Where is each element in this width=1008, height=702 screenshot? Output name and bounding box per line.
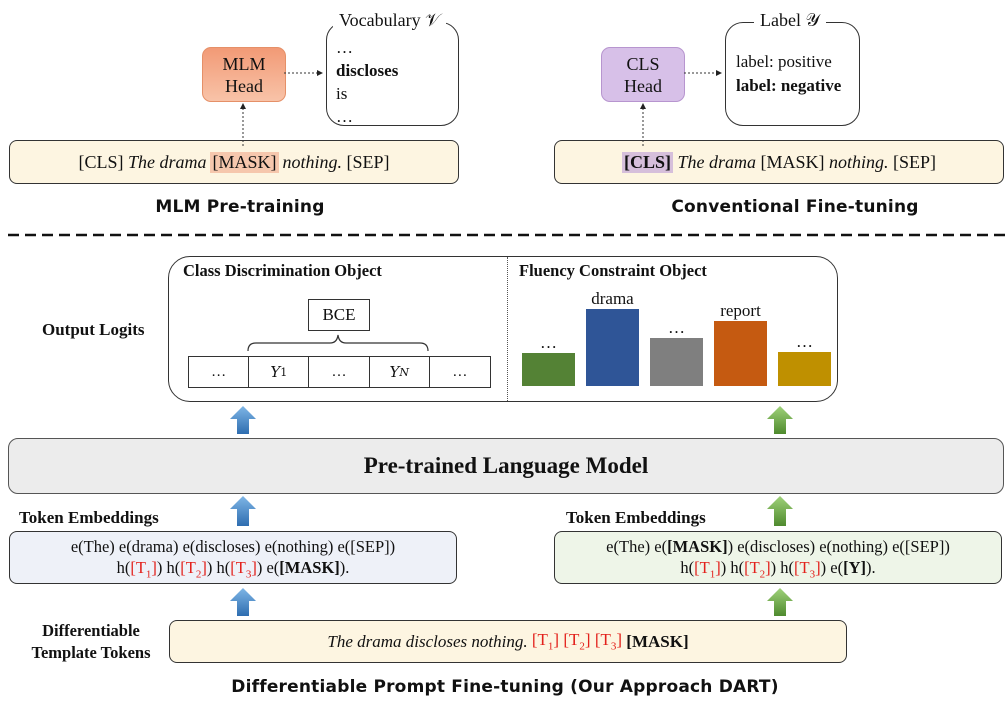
logit-cell: … [309,357,370,387]
plm-label: Pre-trained Language Model [363,453,649,478]
top-connectors [8,70,1008,237]
fluency-constraint-title: Fluency Constraint Object [519,261,707,280]
token-embeddings-right: e(The) e([MASK]) e(discloses) e(nothing)… [554,531,1002,584]
caption-dart: Differentiable Prompt Fine-tuning (Our A… [231,677,779,697]
fluency-bar-label: … [668,318,685,337]
mlm-head: MLM Head [202,47,286,102]
label-item-negative: label: negative [736,76,842,95]
bce-label: BCE [322,305,356,324]
token-embeddings-left: e(The) e(drama) e(discloses) e(nothing) … [9,531,457,584]
embedding-line-2: h([T1]) h([T2]) h([T3]) e([MASK]). [116,558,350,581]
logit-cell: … [452,363,468,380]
cls-input-sequence: [CLS] The drama [MASK] nothing. [SEP] [554,140,1004,184]
caption-conventional-finetuning: Conventional Fine-tuning [671,197,919,217]
label-list: label: positive label: negative [736,50,841,98]
mask-embedding: [MASK] [279,558,340,577]
output-logits-label: Output Logits [42,320,145,339]
template-tokens-label: Differentiable Template Tokens [31,621,151,662]
fluency-bar-chart: … drama … report … [522,289,831,386]
cls-head-line2: Head [624,75,662,96]
token-embeddings-label-right: Token Embeddings [566,508,706,527]
label-item-positive: label: positive [736,52,832,71]
template-sentence: The drama discloses nothing. [327,631,528,651]
label-title: Label 𝒴 [754,10,826,31]
token-text: The drama [677,151,756,172]
template-mask-token: [MASK] [626,631,689,651]
template-token-t1: [T1] [531,630,560,653]
fluency-bar-label: … [796,332,813,351]
embedding-line-2: h([T1]) h([T2]) h([T3]) e([Y]). [680,558,876,581]
bce-box: BCE [308,299,370,331]
label-embedding: [Y] [843,558,866,577]
fluency-bar-label: … [540,333,557,352]
vocabulary-list: … discloses is … [336,36,398,128]
mlm-input-sequence: [CLS] The drama [MASK] nothing. [SEP] [9,140,459,184]
mlm-head-line2: Head [225,75,263,96]
vocab-item: … [336,38,353,57]
green-arrow-to-embeddings [767,588,793,616]
template-token-t2: [T2] [563,630,591,653]
brace [247,334,429,352]
template-input-sequence: The drama discloses nothing. [T1] [T2] [… [169,620,847,663]
fluency-bar [522,353,575,386]
blue-arrow-to-output [230,406,256,434]
vocab-item-discloses: discloses [336,61,399,80]
mlm-head-line1: MLM [222,53,266,74]
class-discrimination-title: Class Discrimination Object [183,261,382,280]
template-token-t3: [T3] [594,630,623,653]
token-cls-highlighted: [CLS] [621,151,673,173]
cls-head-line1: CLS [626,53,660,74]
fluency-bar [778,352,831,386]
caption-mlm-pretraining: MLM Pre-training [155,197,325,217]
blue-arrow-to-embeddings [230,588,256,616]
token-text: nothing. [282,151,343,172]
token-sep: [SEP] [893,151,937,172]
token-sep: [SEP] [346,151,390,172]
green-arrow-to-output [767,406,793,434]
vocab-item: is [336,84,348,103]
vocab-item: … [336,107,353,126]
fluency-bar [586,309,639,386]
fluency-bar-label: report [720,301,761,320]
embedding-line-1: e(The) e([MASK]) e(discloses) e(nothing)… [606,537,950,556]
green-arrow-to-plm [767,496,793,526]
token-mask-highlighted: [MASK] [210,151,279,173]
logit-cell: … [189,357,250,387]
blue-arrow-to-plm [230,496,256,526]
fluency-bar-label: drama [591,289,634,308]
embedding-line-1: e(The) e(drama) e(discloses) e(nothing) … [70,537,396,556]
label-box: Label 𝒴 label: positive label: negative [725,10,860,126]
vocabulary-box: Vocabulary 𝒱 … discloses is … [326,10,459,128]
token-text: nothing. [829,151,889,172]
token-text: The drama [127,151,207,172]
token-cls: [CLS] [78,151,124,172]
token-mask: [MASK] [760,151,825,172]
vocabulary-title: Vocabulary 𝒱 [333,10,447,31]
pretrained-language-model: Pre-trained Language Model [8,438,1004,494]
fluency-bar [650,338,703,386]
panel-divider [507,257,508,401]
fluency-bar [714,321,767,386]
token-embeddings-label-left: Token Embeddings [19,508,159,527]
cls-head: CLS Head [601,47,685,102]
